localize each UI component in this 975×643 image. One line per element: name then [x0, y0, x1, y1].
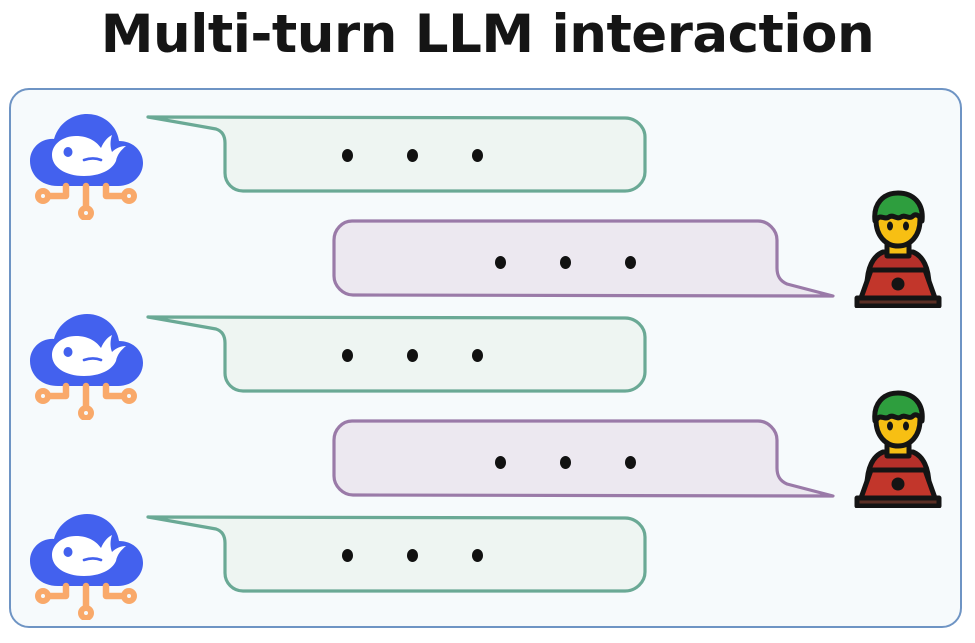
dot [342, 349, 353, 362]
ellipsis-dots [495, 256, 636, 269]
assistant-bubble[interactable] [146, 515, 651, 593]
dot [625, 256, 636, 269]
dot [407, 349, 418, 362]
dot [560, 256, 571, 269]
dot [495, 456, 506, 469]
cloud-ai-icon [22, 108, 150, 220]
user-bubble[interactable] [330, 418, 835, 498]
ellipsis-dots [495, 456, 636, 469]
cloud-ai-icon [22, 308, 150, 420]
dot [495, 256, 506, 269]
user-bubble[interactable] [330, 218, 835, 298]
ellipsis-dots [342, 549, 483, 562]
ellipsis-dots [342, 149, 483, 162]
cloud-ai-icon [22, 508, 150, 620]
person-laptop-icon [843, 390, 953, 508]
dot [560, 456, 571, 469]
dot [342, 149, 353, 162]
dot [407, 149, 418, 162]
dot [472, 149, 483, 162]
ellipsis-dots [342, 349, 483, 362]
page-title: Multi-turn LLM interaction [100, 4, 875, 65]
dot [342, 549, 353, 562]
dot [472, 349, 483, 362]
person-laptop-icon [843, 190, 953, 308]
assistant-bubble[interactable] [146, 315, 651, 393]
dot [472, 549, 483, 562]
assistant-bubble[interactable] [146, 115, 651, 193]
dot [625, 456, 636, 469]
dot [407, 549, 418, 562]
